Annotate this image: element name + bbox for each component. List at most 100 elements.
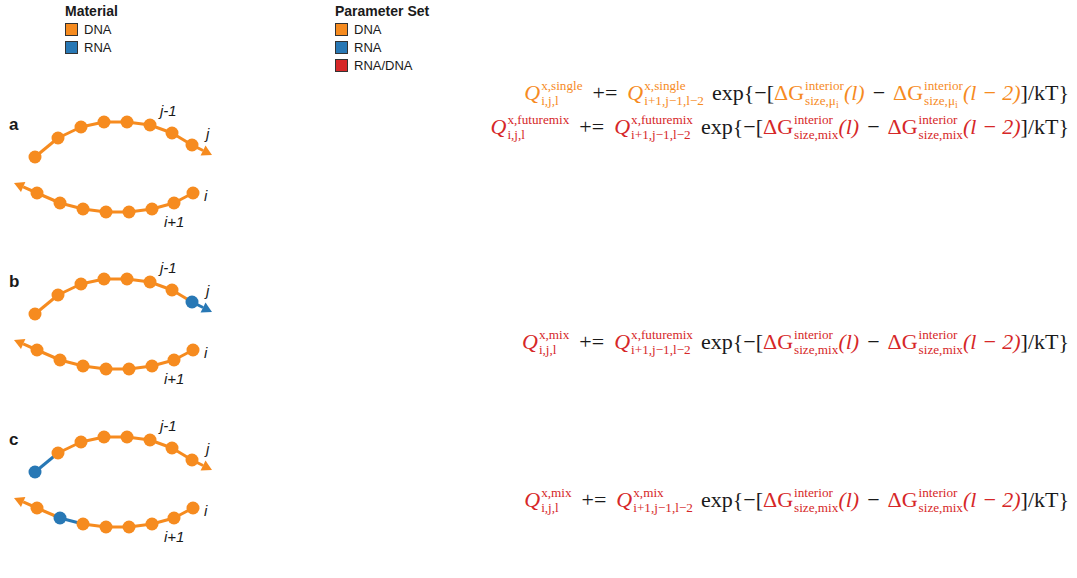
subscript: i+1,j−1,l−2 bbox=[631, 342, 693, 357]
subscript: i,j,l bbox=[507, 127, 569, 142]
nucleotide-dot bbox=[100, 521, 113, 534]
equation-term: += bbox=[579, 114, 604, 139]
superscript: interior bbox=[794, 485, 838, 500]
strand-label: i bbox=[204, 187, 207, 204]
equation-term: += bbox=[593, 80, 618, 105]
subscript: size,mix bbox=[794, 127, 838, 142]
equation-term: Q bbox=[524, 80, 540, 105]
index-stack: interiorsize,mix bbox=[794, 112, 838, 142]
legend-heading: Parameter Set bbox=[335, 3, 429, 19]
strand-label: i+1 bbox=[164, 370, 184, 387]
equation-term: (l) bbox=[838, 487, 859, 512]
strand-label: j bbox=[206, 282, 209, 299]
nucleotide-dot bbox=[144, 434, 157, 447]
index-stack: x,mixi+1,j−1,l−2 bbox=[633, 485, 693, 515]
equation-term: ΔG bbox=[888, 487, 918, 512]
equation-term: − bbox=[867, 114, 879, 139]
equation-term: Q bbox=[491, 114, 507, 139]
nucleotide-dot bbox=[31, 344, 44, 357]
equation-term: (l) bbox=[838, 114, 859, 139]
nucleotide-dot bbox=[168, 197, 181, 210]
nucleotide-dot bbox=[146, 518, 159, 531]
equation-term: ]/kT} bbox=[1021, 114, 1069, 139]
equation-term: exp{−[ bbox=[701, 329, 763, 354]
nucleotide-dot bbox=[144, 119, 157, 132]
equation-term: − bbox=[867, 329, 879, 354]
nucleotide-dot bbox=[29, 308, 42, 321]
nucleotide-dot bbox=[186, 454, 199, 467]
equation-term: exp{−[ bbox=[701, 487, 763, 512]
nucleotide-dot bbox=[29, 466, 42, 479]
superscript: x,mix bbox=[633, 485, 693, 500]
strand-label: i bbox=[204, 344, 207, 361]
strand-label: i bbox=[204, 502, 207, 519]
equation-term: Q bbox=[616, 487, 632, 512]
equation-term: ΔG bbox=[888, 114, 918, 139]
equation-term: (l − 2) bbox=[963, 80, 1021, 105]
nucleotide-dot bbox=[29, 151, 42, 164]
nucleotide-dot bbox=[52, 447, 65, 460]
equation-term: ΔG bbox=[893, 80, 923, 105]
superscript: interior bbox=[919, 112, 963, 127]
legend-text: DNA bbox=[84, 22, 111, 37]
subscript: i+1,j−1,l−2 bbox=[644, 93, 704, 108]
sub-subscript: i bbox=[955, 99, 958, 110]
nucleotide-dot bbox=[146, 203, 159, 216]
equation-term: − bbox=[867, 487, 879, 512]
panel-letter: c bbox=[9, 430, 18, 450]
nucleotide-dot bbox=[168, 512, 181, 525]
index-stack: interiorsize,mix bbox=[919, 112, 963, 142]
nucleotide-dot bbox=[166, 284, 179, 297]
index-stack: interiorsize,mix bbox=[919, 327, 963, 357]
nucleotide-dot bbox=[31, 502, 44, 515]
strand-label: j bbox=[206, 125, 209, 142]
nucleotide-dot bbox=[100, 206, 113, 219]
strand-label: i+1 bbox=[164, 213, 184, 230]
equation-term: (l − 2) bbox=[963, 114, 1021, 139]
equation-term: ]/kT} bbox=[1021, 329, 1069, 354]
nucleotide-dot bbox=[166, 442, 179, 455]
superscript: x,futuremix bbox=[507, 112, 569, 127]
equation-term: ΔG bbox=[774, 80, 804, 105]
superscript: interior bbox=[919, 485, 963, 500]
legend-swatch bbox=[335, 23, 348, 36]
equation-term: ΔG bbox=[763, 114, 793, 139]
equation-term: ΔG bbox=[888, 329, 918, 354]
nucleotide-dot bbox=[187, 502, 200, 515]
nucleotide-dot bbox=[121, 116, 134, 129]
legend-text: DNA bbox=[354, 22, 381, 37]
sub-subscript: i bbox=[836, 99, 839, 110]
legend-text: RNA bbox=[354, 40, 381, 55]
subscript: size,mix bbox=[919, 127, 963, 142]
superscript: interior bbox=[805, 78, 844, 93]
legend-text: RNA bbox=[84, 40, 111, 55]
equation-term: ΔG bbox=[763, 329, 793, 354]
equation-term: Q bbox=[614, 329, 630, 354]
panel-letter: a bbox=[9, 115, 18, 135]
subscript: i,j,l bbox=[541, 500, 571, 515]
index-stack: interiorsize,μi bbox=[805, 78, 844, 108]
nucleotide-dot bbox=[123, 521, 136, 534]
subscript: size,mix bbox=[919, 342, 963, 357]
equation-term: (l − 2) bbox=[963, 487, 1021, 512]
equation-term: Q bbox=[627, 80, 643, 105]
equation-term: (l − 2) bbox=[963, 329, 1021, 354]
nucleotide-dot bbox=[54, 197, 67, 210]
nucleotide-dot bbox=[187, 344, 200, 357]
subscript: i+1,j−1,l−2 bbox=[631, 127, 693, 142]
nucleotide-dot bbox=[52, 289, 65, 302]
subscript: size,μ bbox=[805, 93, 836, 108]
nucleotide-dot bbox=[31, 187, 44, 200]
equation-term: ]/kT} bbox=[1021, 80, 1069, 105]
nucleotide-dot bbox=[123, 363, 136, 376]
equation-term: += bbox=[582, 487, 607, 512]
strand-label: j bbox=[206, 440, 209, 457]
nucleotide-dot bbox=[98, 431, 111, 444]
subscript: size,mix bbox=[919, 500, 963, 515]
index-stack: interiorsize,mix bbox=[794, 485, 838, 515]
superscript: interior bbox=[919, 327, 963, 342]
superscript: interior bbox=[924, 78, 963, 93]
nucleotide-dot bbox=[75, 121, 88, 134]
nucleotide-dot bbox=[168, 354, 181, 367]
equation-term: (l) bbox=[844, 80, 865, 105]
